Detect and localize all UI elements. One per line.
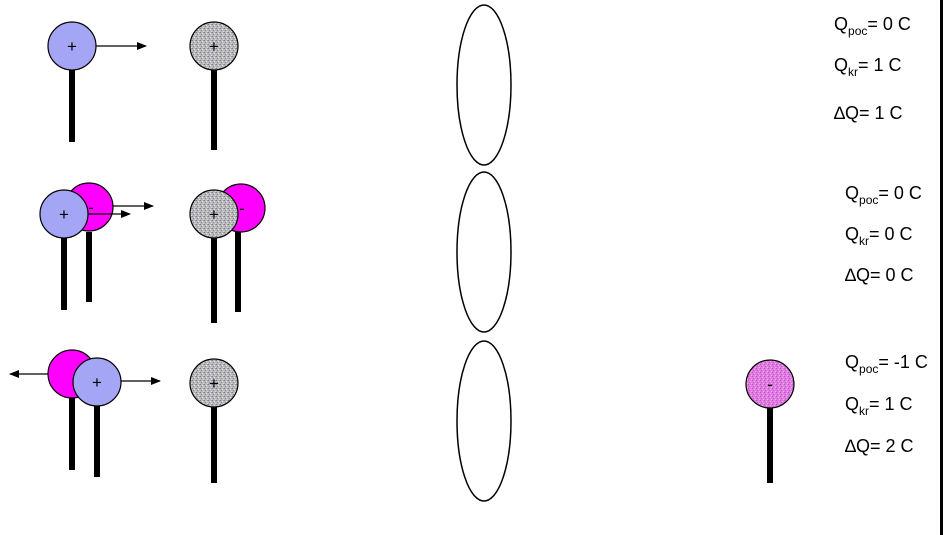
rod	[767, 406, 773, 483]
value: = 2 C	[870, 436, 914, 456]
row-1-scene: + +	[48, 5, 511, 165]
value: = 0 C	[867, 14, 911, 34]
subscript: kr	[848, 65, 858, 79]
rod	[211, 237, 217, 323]
value: = 0 C	[878, 183, 922, 203]
symbol: ∆Q	[834, 103, 859, 123]
symbol: ∆Q	[845, 436, 870, 456]
charge-change-row-3: ∆Q= 2 C	[845, 437, 914, 455]
symbol: Q	[834, 55, 848, 75]
final-charge-row-3: Qkr= 1 C	[845, 395, 913, 417]
plus-sign: +	[209, 374, 219, 393]
rod	[69, 68, 75, 142]
symbol: Q	[845, 224, 859, 244]
minus-sign: -	[767, 375, 773, 394]
value: = 0 C	[869, 224, 913, 244]
row-2-scene: - + - +	[40, 172, 511, 332]
rod	[235, 232, 241, 312]
value: = 1 C	[859, 103, 903, 123]
final-charge-row-1: Qkr= 1 C	[834, 56, 902, 78]
rod	[86, 232, 92, 302]
ellipse-loop	[457, 172, 511, 332]
symbol: Q	[845, 352, 859, 372]
plus-sign: +	[67, 37, 77, 56]
plus-sign: +	[59, 205, 69, 224]
initial-charge-row-3: Qpoc= -1 C	[845, 353, 928, 375]
symbol: Q	[845, 183, 859, 203]
symbol: ∆Q	[845, 265, 870, 285]
charge-change-row-2: ∆Q= 0 C	[845, 266, 914, 284]
value: = -1 C	[878, 352, 928, 372]
value: = 1 C	[858, 55, 902, 75]
plus-sign: +	[209, 37, 219, 56]
rod	[94, 405, 100, 477]
rod	[211, 68, 217, 150]
subscript: kr	[859, 404, 869, 418]
subscript: poc	[848, 24, 867, 38]
subscript: kr	[859, 234, 869, 248]
plus-sign: +	[92, 373, 102, 392]
plus-sign: +	[209, 205, 219, 224]
initial-charge-row-1: Qpoc= 0 C	[834, 15, 911, 37]
right-edge-divider	[940, 0, 943, 535]
subscript: poc	[859, 362, 878, 376]
rod	[61, 238, 67, 310]
rod	[211, 405, 217, 483]
initial-charge-row-2: Qpoc= 0 C	[845, 184, 922, 206]
value: = 0 C	[870, 265, 914, 285]
charge-change-row-1: ∆Q= 1 C	[834, 104, 903, 122]
ellipse-loop	[457, 341, 511, 501]
symbol: Q	[845, 394, 859, 414]
row-3-scene: + + -	[10, 341, 794, 501]
rod	[69, 398, 75, 470]
minus-sign: -	[239, 199, 245, 218]
symbol: Q	[834, 14, 848, 34]
subscript: poc	[859, 193, 878, 207]
ellipse-loop	[457, 5, 511, 165]
value: = 1 C	[869, 394, 913, 414]
final-charge-row-2: Qkr= 0 C	[845, 225, 913, 247]
